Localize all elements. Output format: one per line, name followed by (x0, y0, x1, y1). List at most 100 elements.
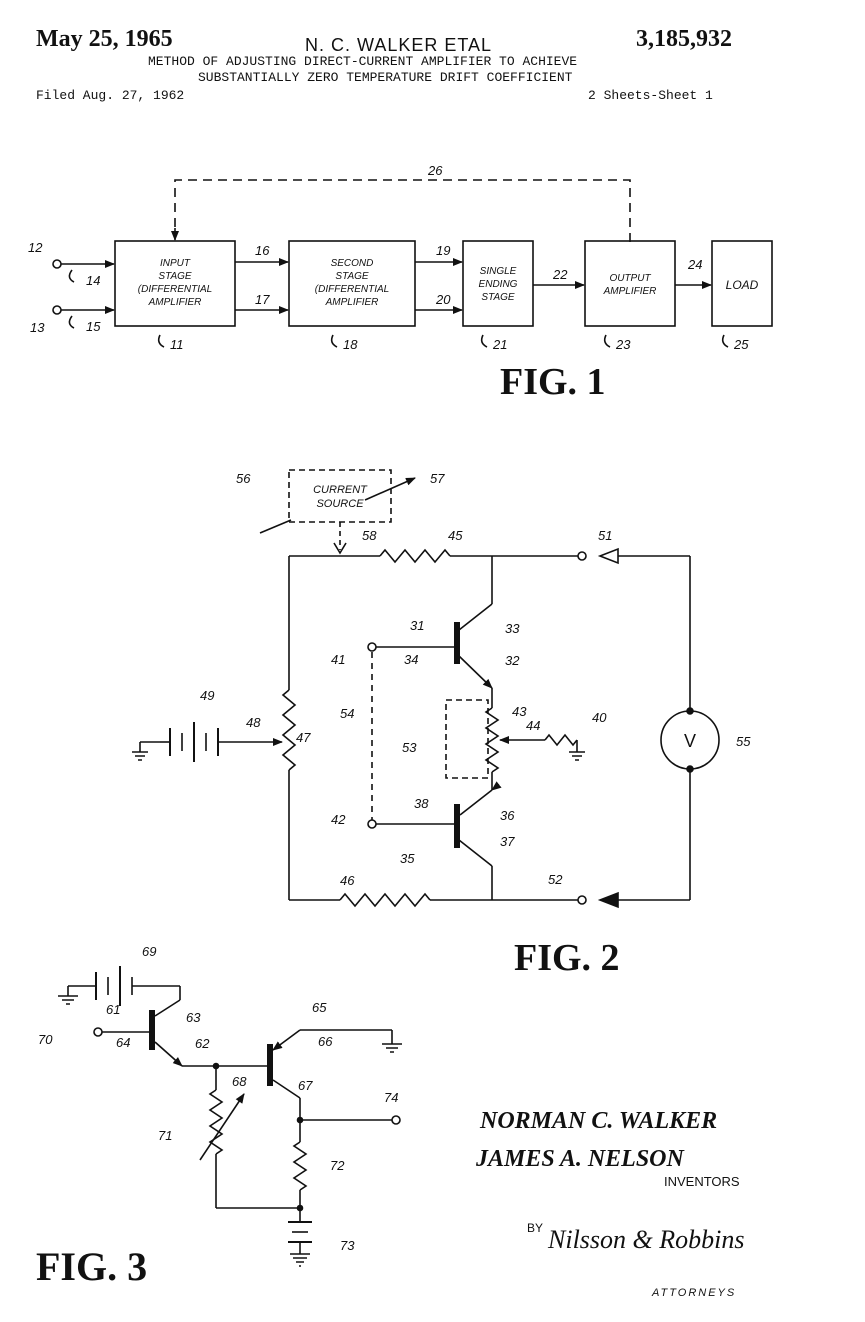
svg-text:34: 34 (404, 652, 418, 667)
svg-text:49: 49 (200, 688, 214, 703)
svg-text:70: 70 (38, 1032, 53, 1047)
svg-text:21: 21 (492, 337, 507, 352)
svg-text:LOAD: LOAD (726, 278, 759, 292)
svg-text:64: 64 (116, 1035, 130, 1050)
attorney-signature: Nilsson & Robbins (547, 1225, 744, 1254)
ground-40 (569, 751, 585, 761)
svg-text:STAGE: STAGE (158, 271, 191, 282)
svg-text:32: 32 (505, 653, 520, 668)
resistor-46 (339, 892, 431, 908)
svg-text:25: 25 (733, 337, 749, 352)
input-stage-block (114, 240, 236, 327)
svg-text:40: 40 (592, 710, 607, 725)
terminal-41 (367, 642, 377, 652)
svg-text:47: 47 (296, 730, 311, 745)
load-block (711, 240, 773, 327)
svg-text:41: 41 (331, 652, 345, 667)
svg-text:SECOND: SECOND (331, 258, 374, 269)
svg-text:71: 71 (158, 1128, 172, 1143)
svg-text:68: 68 (232, 1074, 247, 1089)
svg-text:31: 31 (410, 618, 424, 633)
svg-text:12: 12 (28, 240, 43, 255)
inventors-signature-block: NORMAN C. WALKER JAMES A. NELSON INVENTO… (475, 1108, 744, 1299)
svg-text:15: 15 (86, 319, 101, 334)
svg-text:73: 73 (340, 1238, 355, 1253)
svg-text:24: 24 (687, 257, 702, 272)
svg-text:(DIFFERENTIAL: (DIFFERENTIAL (138, 284, 212, 295)
dashed-box-53 (445, 699, 489, 779)
potentiometer-47 (281, 689, 297, 771)
svg-text:38: 38 (414, 796, 429, 811)
svg-text:(DIFFERENTIAL: (DIFFERENTIAL (315, 284, 389, 295)
svg-text:18: 18 (343, 337, 358, 352)
terminal-74 (391, 1115, 401, 1125)
feedback-line-26 (174, 179, 631, 242)
output-amplifier-block (584, 240, 676, 327)
svg-text:INPUT: INPUT (160, 258, 191, 269)
svg-text:43: 43 (512, 704, 527, 719)
svg-text:ENDING: ENDING (479, 279, 518, 290)
terminal-12 (52, 259, 62, 269)
svg-text:51: 51 (598, 528, 612, 543)
svg-text:SOURCE: SOURCE (316, 498, 364, 510)
inventor-1: NORMAN C. WALKER (479, 1108, 717, 1134)
svg-text:AMPLIFIER: AMPLIFIER (148, 297, 202, 308)
filed-date: Filed Aug. 27, 1962 (36, 88, 185, 103)
svg-text:74: 74 (384, 1090, 398, 1105)
svg-text:33: 33 (505, 621, 520, 636)
svg-text:23: 23 (615, 337, 631, 352)
svg-text:65: 65 (312, 1000, 327, 1015)
fig2-labels: CURRENT SOURCE V 56 57 58 45 51 31 33 41… (200, 471, 751, 888)
ground-66 (382, 1043, 402, 1053)
terminal-52 (577, 895, 587, 905)
svg-text:57: 57 (430, 471, 445, 486)
svg-text:53: 53 (402, 740, 417, 755)
svg-text:19: 19 (436, 243, 450, 258)
patent-title-line-2: SUBSTANTIALLY ZERO TEMPERATURE DRIFT COE… (198, 70, 573, 85)
svg-text:54: 54 (340, 706, 354, 721)
inventor-2: JAMES A. NELSON (475, 1146, 686, 1172)
svg-text:45: 45 (448, 528, 463, 543)
patent-date: May 25, 1965 (36, 26, 173, 52)
svg-text:CURRENT: CURRENT (313, 484, 368, 496)
svg-text:48: 48 (246, 715, 261, 730)
fig1-block-diagram (52, 179, 773, 348)
variable-resistor-71 (208, 1089, 224, 1155)
svg-text:55: 55 (736, 734, 751, 749)
ground-73 (290, 1253, 310, 1267)
single-ending-block (462, 240, 534, 327)
svg-text:67: 67 (298, 1078, 313, 1093)
terminal-51 (577, 551, 587, 561)
svg-text:AMPLIFIER: AMPLIFIER (325, 297, 379, 308)
svg-text:20: 20 (435, 292, 451, 307)
sheet-count: 2 Sheets-Sheet 1 (588, 88, 713, 103)
svg-text:17: 17 (255, 292, 270, 307)
fig1-block-labels: INPUT STAGE (DIFFERENTIAL AMPLIFIER SECO… (138, 258, 759, 308)
svg-text:14: 14 (86, 273, 100, 288)
svg-text:72: 72 (330, 1158, 345, 1173)
svg-text:22: 22 (552, 267, 568, 282)
resistor-72 (292, 1141, 308, 1191)
terminal-13 (52, 305, 62, 315)
svg-text:56: 56 (236, 471, 251, 486)
svg-text:66: 66 (318, 1034, 333, 1049)
second-stage-block (288, 240, 416, 327)
svg-text:STAGE: STAGE (335, 271, 368, 282)
svg-text:13: 13 (30, 320, 45, 335)
fig3-labels: 69 61 63 65 70 64 62 66 68 67 74 71 72 7… (38, 944, 398, 1253)
fig3-circuit (58, 966, 402, 1267)
by-label: BY (527, 1221, 543, 1235)
terminal-42 (367, 819, 377, 829)
svg-text:62: 62 (195, 1036, 210, 1051)
terminal-70 (93, 1027, 103, 1037)
svg-text:69: 69 (142, 944, 156, 959)
svg-text:11: 11 (170, 337, 184, 352)
ground-69 (58, 986, 78, 1005)
patent-title-line-1: METHOD OF ADJUSTING DIRECT-CURRENT AMPLI… (148, 54, 578, 69)
svg-text:AMPLIFIER: AMPLIFIER (603, 286, 657, 297)
svg-text:46: 46 (340, 873, 355, 888)
fig3-caption: FIG. 3 (36, 1244, 147, 1289)
svg-text:SINGLE: SINGLE (480, 266, 517, 277)
fig1-caption: FIG. 1 (500, 361, 606, 403)
